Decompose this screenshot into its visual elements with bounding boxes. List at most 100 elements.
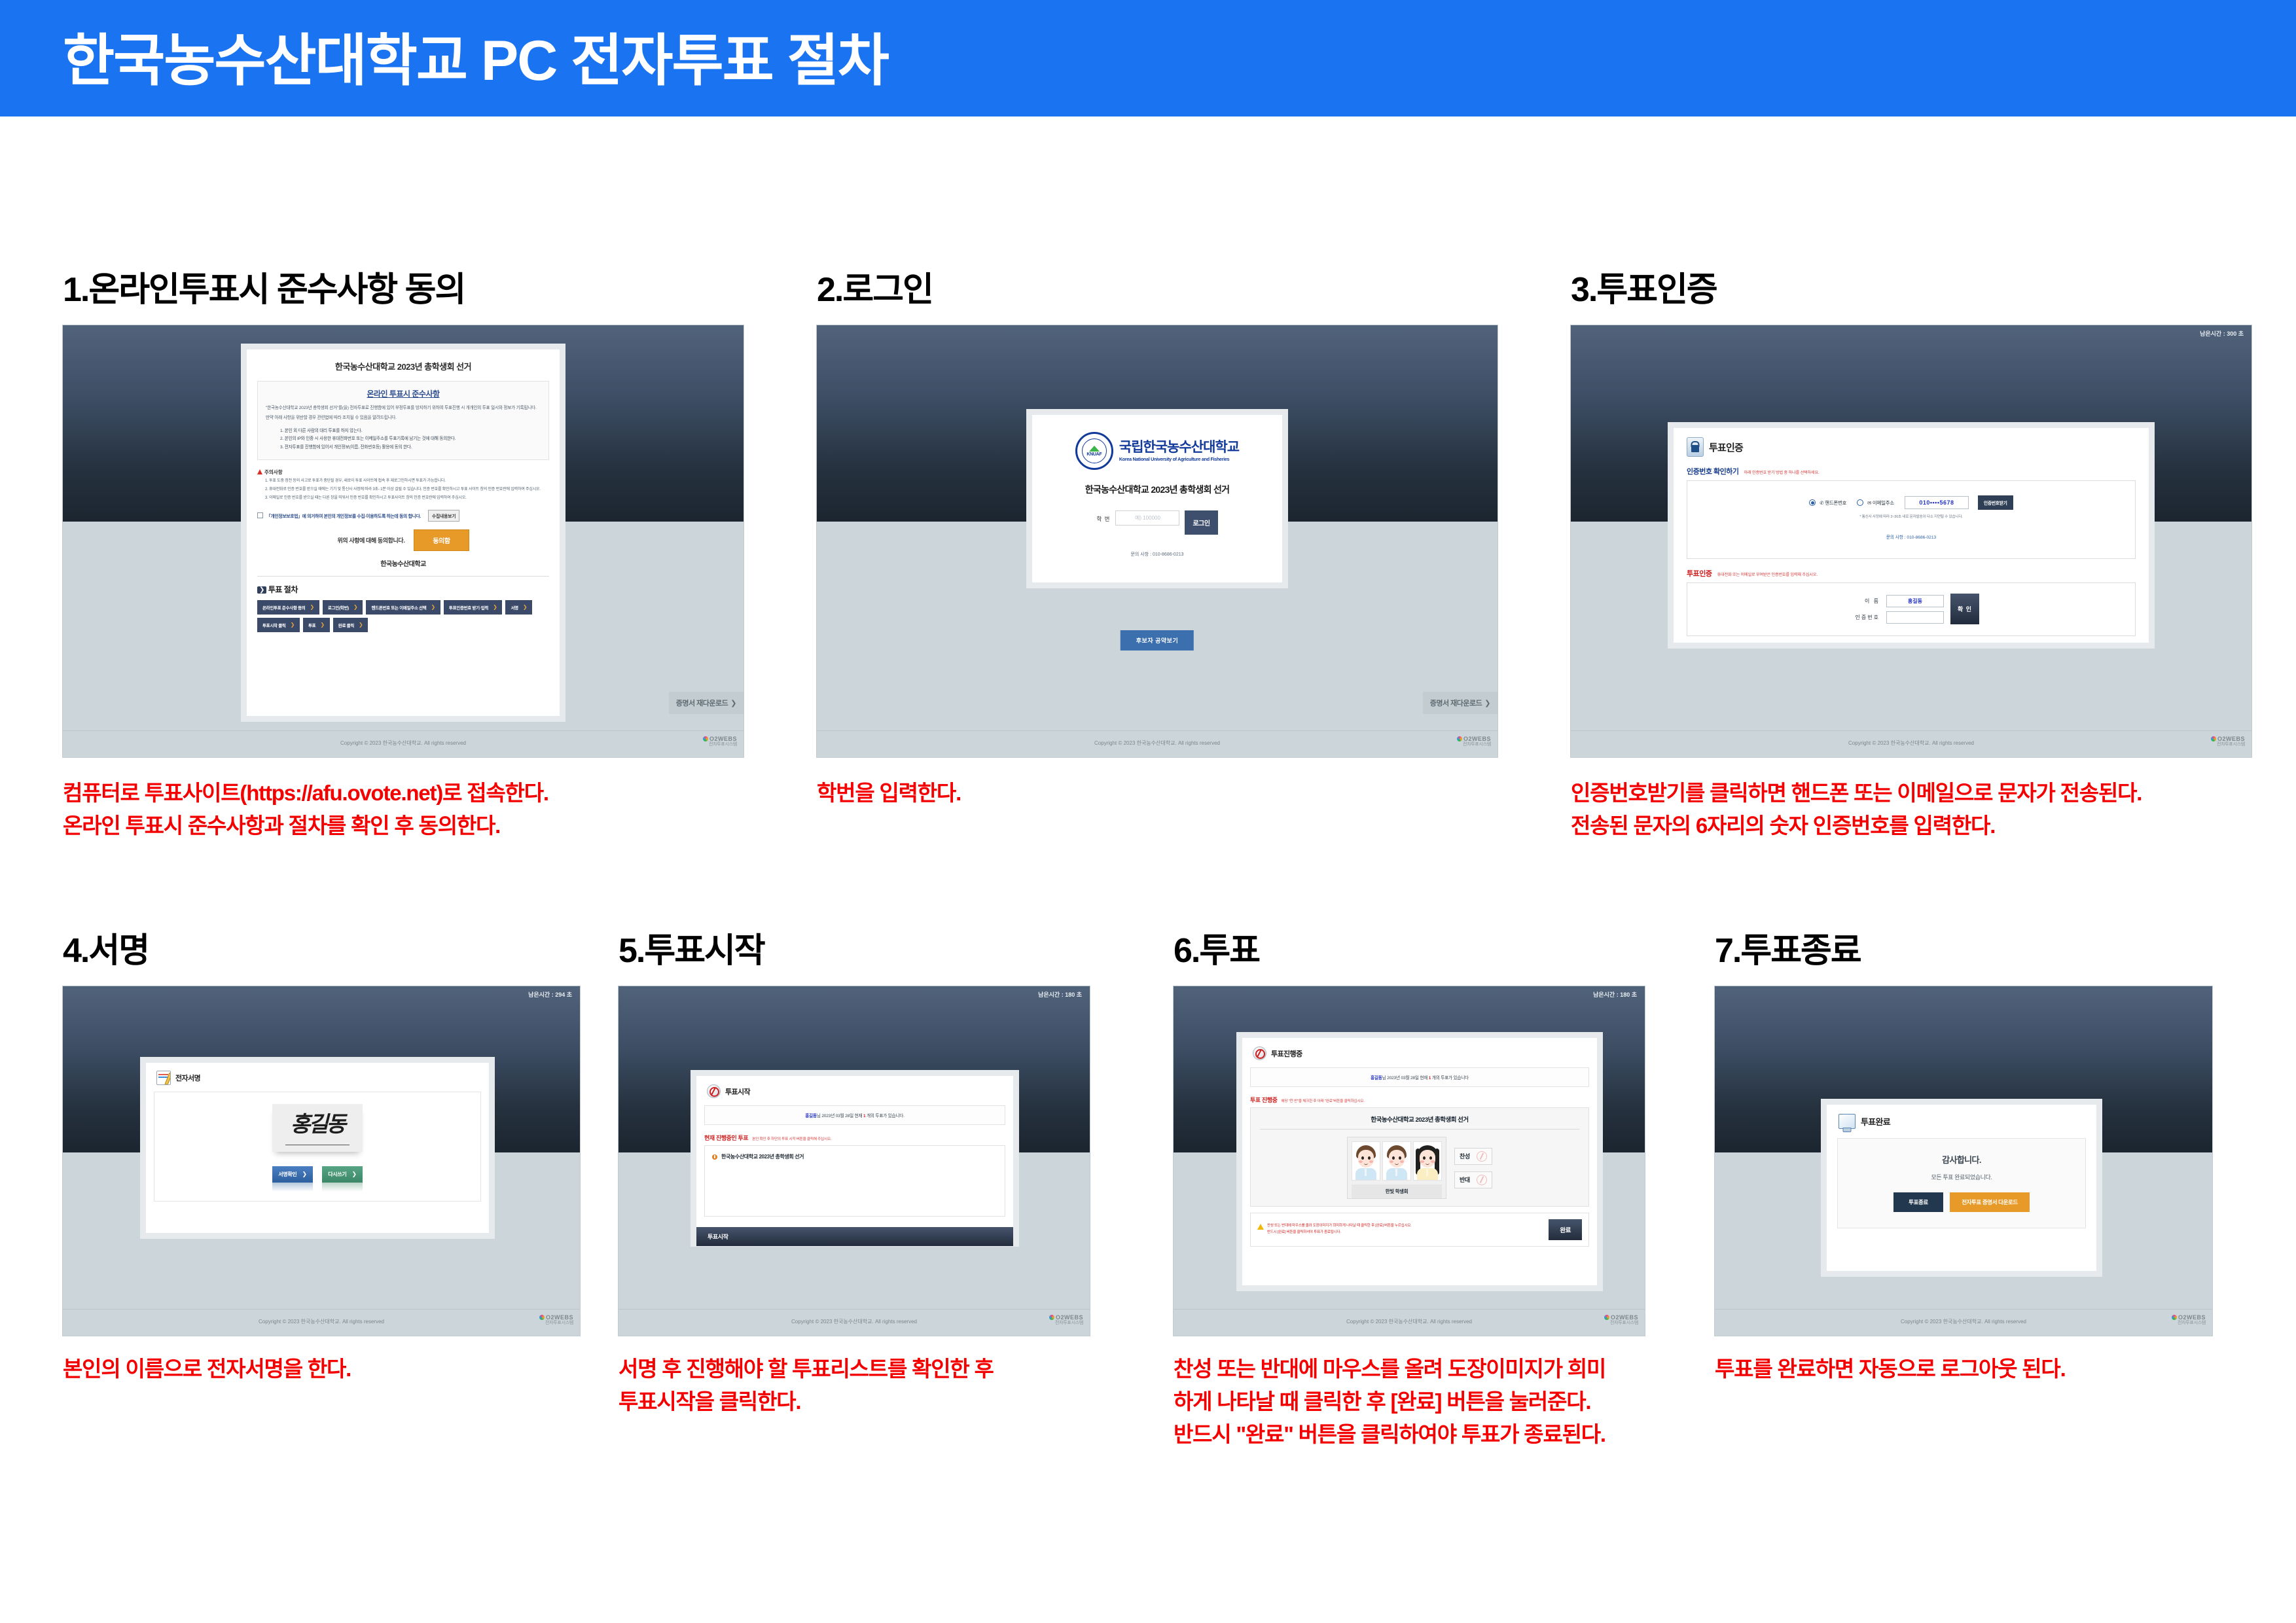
voting-title: 투표진행중 <box>1271 1050 1302 1058</box>
confirm-signature-button[interactable]: 서명확인❯ <box>272 1166 313 1183</box>
code-input[interactable] <box>1886 611 1944 624</box>
voting-card: 투표진행중 홍길동님 2023년 03월 28일 현재 1 개의 투표가 있습니… <box>1236 1032 1603 1291</box>
rewrite-signature-button[interactable]: 다시쓰기 ❯ <box>322 1166 363 1183</box>
step-block-1: 1.온라인투표시 준수사항 동의 한국농수산대학교 2023년 총학생회 선거 … <box>63 262 744 842</box>
name-label: 이 름 <box>1865 597 1880 604</box>
vendor-logo-main-label: O2WEBS <box>545 1314 573 1321</box>
greeting-bar: 홍길동님 2023년 03월 28일 현재 1 개의 투표가 있습니다 <box>1250 1067 1589 1087</box>
seal-mountain-icon <box>1088 445 1100 452</box>
step-5-title: 5.투표시작 <box>619 932 766 970</box>
chevron-right-icon: ❯ <box>353 604 358 611</box>
step-7-screenshot: 투표완료 감사합니다. 모든 투표 완료되었습니다. 투표종료 전자투표 증명서… <box>1715 986 2212 1336</box>
process-chip: 서명❯ <box>505 599 533 615</box>
vendor-logo: O2WEBS 전자투표시스템 <box>539 1314 573 1326</box>
remaining-time-label: 남은시간 : 180 초 <box>1038 991 1082 998</box>
hair-side-left <box>1416 1149 1420 1175</box>
confirm-signature-wrap: 서명확인❯ <box>272 1166 313 1192</box>
candidate-pledge-button[interactable]: 후보자 공약보기 <box>1120 630 1194 651</box>
certificate-redownload-button[interactable]: 증명서 재다운로드❯ <box>668 692 744 714</box>
ballot-warning-text: 찬성 또는 반대에 마우스를 올려 도장이미지가 희미하게 나타날 때 클릭한 … <box>1267 1223 1412 1236</box>
ongoing-vote-desc: 본인 확인 후 하단의 투표 시작 버튼을 클릭해 주십시오. <box>752 1137 832 1141</box>
candidate-photo <box>1352 1141 1380 1181</box>
vote-start-title: 투표시작 <box>725 1088 751 1096</box>
arrow-right-icon: ❯ <box>257 586 266 594</box>
step-block-6: 6.투표 남은시간 : 180 초 투표진행중 홍길동님 2023년 03월 2… <box>1174 923 1645 1451</box>
step-block-7: 7.투표종료 투표완료 감사합니다. 모든 투표 완료되었습니다. 투표종료 전… <box>1715 923 2212 1385</box>
ballot-panel: 한국농수산대학교 2023년 총학생회 선거 <box>1250 1107 1589 1207</box>
vendor-logo: O2WEBS 전자투표시스템 <box>702 736 737 747</box>
complete-header: 투표완료 <box>1827 1105 2096 1129</box>
greeting-count: 1 <box>1428 1076 1431 1080</box>
step-5-caption: 서명 후 진행해야 할 투표리스트를 확인한 후 투표시작을 클릭한다. <box>619 1357 994 1414</box>
terms-paragraph-2: 만약 아래 사항을 위반할 경우 관련법에 따라 조치될 수 있음을 알려드립니… <box>266 415 397 420</box>
agree-button[interactable]: 동의함 <box>414 529 469 551</box>
vendor-logo-main-label: O2WEBS <box>2178 1314 2206 1321</box>
vendor-dot-icon <box>702 736 708 741</box>
confirm-button[interactable]: 확 인 <box>1950 594 1980 624</box>
chevron-right-icon: ❯ <box>351 1171 357 1177</box>
vendor-logo-main: O2WEBS <box>1049 1314 1083 1321</box>
student-id-input[interactable]: 예) 100000 <box>1115 510 1180 526</box>
vote-option-yes[interactable]: 찬성 <box>1454 1147 1492 1165</box>
copyright-text: Copyright © 2023 한국농수산대학교. All rights re… <box>340 740 466 746</box>
vendor-dot-icon <box>539 1315 545 1320</box>
party-name: 한빛 학생회 <box>1352 1185 1442 1198</box>
vote-list-item[interactable]: 한국농수산대학교 2023년 총학생회 선거 <box>705 1153 1005 1160</box>
delivery-note: * 통신사 사정에 따라 3~30초 내로 문자발송이 다소 지연될 수 있습니… <box>1859 515 1963 519</box>
vote-list-item-label: 한국농수산대학교 2023년 총학생회 선거 <box>721 1154 804 1160</box>
vote-stamp-icon <box>707 1084 721 1098</box>
step-2-title: 2.로그인 <box>817 271 934 309</box>
signature-title: 전자서명 <box>175 1075 201 1082</box>
end-vote-button[interactable]: 투표종료 <box>1893 1192 1943 1212</box>
vendor-logo-sub: 전자투표시스템 <box>545 1321 573 1326</box>
radio-phone[interactable] <box>1809 499 1816 506</box>
vendor-logo-sub: 전자투표시스템 <box>2217 742 2245 747</box>
voting-section-header: 투표 진행중 해당 "찬·반"을 체크한 후 아래 "완료"버튼을 클릭하십시오… <box>1250 1096 1597 1104</box>
radio-email[interactable] <box>1857 499 1864 506</box>
monitor-icon <box>1839 1114 1856 1129</box>
vendor-dot-icon <box>1604 1315 1609 1320</box>
certificate-redownload-button[interactable]: 증명서 재다운로드❯ <box>1422 692 1498 714</box>
screen-footer: Copyright © 2023 한국농수산대학교. All rights re… <box>817 730 1498 757</box>
page-title: 한국농수산대학교 PC 전자투표 절차 <box>63 29 889 92</box>
rewrite-signature-label: 다시쓰기 <box>328 1171 347 1177</box>
greeting-bar: 홍길동님 2023년 03월 28일 현재 1 개의 투표가 있습니다. <box>704 1105 1005 1125</box>
copyright-text: Copyright © 2023 한국농수산대학교. All rights re… <box>1848 740 1974 746</box>
remaining-time-label: 남은시간 : 294 초 <box>528 991 572 998</box>
contact-method-row: ✆ 핸드폰번호 ✉ 이메일주소 010••••5678 인증번호받기 <box>1687 481 2135 510</box>
name-input[interactable]: 홍길동 <box>1886 594 1944 607</box>
voting-section-desc: 해당 "찬·반"을 체크한 후 아래 "완료"버튼을 클릭하십시오. <box>1281 1099 1365 1103</box>
warning-triangle-icon <box>257 469 262 475</box>
vote-start-header: 투표시작 <box>696 1076 1013 1098</box>
process-chip: 투표❯ <box>303 617 330 632</box>
privacy-agree-checkbox[interactable] <box>257 512 263 519</box>
caution-panel: 주의사항 1. 투표 도중 정전 등의 사고로 투표가 중단될 경우, 새로이 … <box>257 469 549 502</box>
step-1-title: 1.온라인투표시 준수사항 동의 <box>63 271 466 309</box>
vendor-logo-sub: 전자투표시스템 <box>1610 1321 1638 1326</box>
logo-name-ko: 국립한국농수산대학교 <box>1119 439 1240 455</box>
greeting-rest-1: 님 2023년 03월 28일 현재 <box>816 1114 863 1118</box>
signature-pad[interactable]: 홍길동 <box>272 1104 363 1152</box>
vendor-logo-sub: 전자투표시스템 <box>709 742 737 747</box>
process-section: ❯투표 절차 온라인투표 준수사항 동의❯ 로그인(학번)❯ 핸드폰번호 또는 … <box>257 575 549 632</box>
vendor-dot-icon <box>1456 736 1462 741</box>
caution-list-item: 3. 이메일로 인증 번호를 받으실 때는 다른 창을 띄워서 인증 번호를 확… <box>265 496 467 501</box>
login-button[interactable]: 로그인 <box>1185 510 1218 535</box>
complete-vote-button[interactable]: 완료 <box>1549 1219 1582 1240</box>
copyright-text: Copyright © 2023 한국농수산대학교. All rights re… <box>1346 1319 1472 1325</box>
download-certificate-button[interactable]: 전자투표 증명서 다운로드 <box>1950 1192 2030 1212</box>
vendor-logo: O2WEBS 전자투표시스템 <box>2210 736 2245 747</box>
collar-shape <box>1426 1169 1428 1176</box>
ongoing-vote-title: 현재 진행중인 투표 <box>704 1135 749 1141</box>
vendor-logo-main: O2WEBS <box>702 736 737 742</box>
vote-option-no[interactable]: 반대 <box>1454 1171 1492 1188</box>
vendor-logo-main-label: O2WEBS <box>2217 736 2245 742</box>
screen-footer: Copyright © 2023 한국농수산대학교. All rights re… <box>63 1309 580 1336</box>
phone-number-input[interactable]: 010••••5678 <box>1904 496 1969 509</box>
vendor-logo-sub: 전자투표시스템 <box>2178 1321 2206 1326</box>
vendor-logo: O2WEBS 전자투표시스템 <box>1604 1314 1638 1326</box>
vendor-logo-main-label: O2WEBS <box>1055 1314 1083 1321</box>
request-code-button[interactable]: 인증번호받기 <box>1977 495 2013 510</box>
start-vote-button[interactable]: 투표시작 <box>696 1227 1013 1246</box>
view-collection-details-button[interactable]: 수집내용보기 <box>428 509 460 522</box>
